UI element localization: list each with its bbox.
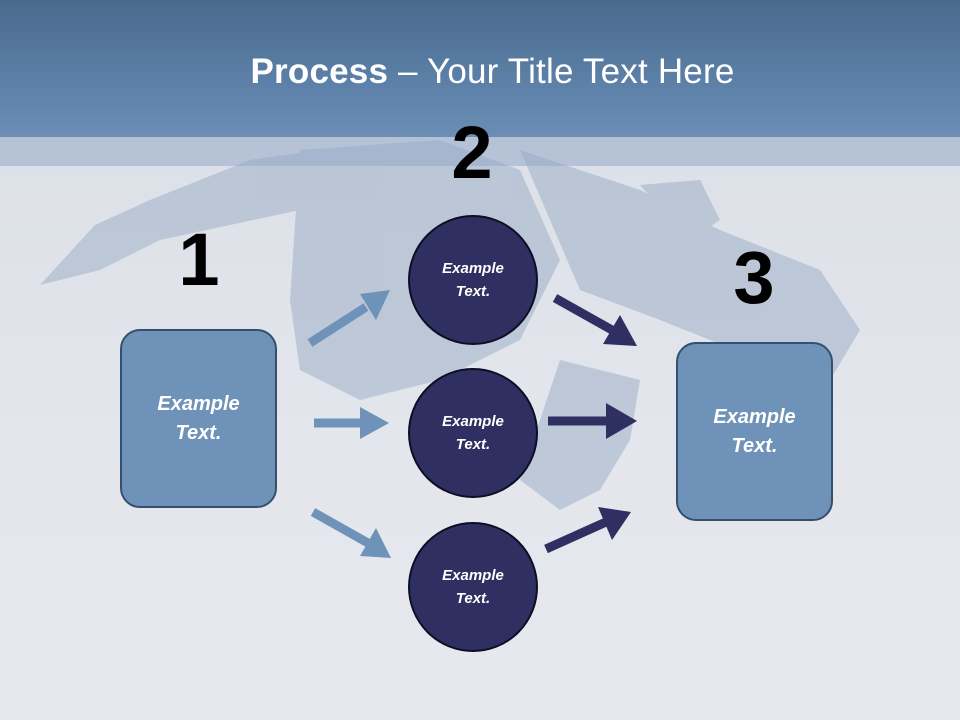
title-bold: Process	[250, 52, 389, 91]
step-number-3: 3	[733, 236, 775, 319]
step-number-2: 2	[451, 111, 493, 194]
arrow-bottom-to-right	[544, 507, 631, 554]
arrow-left-to-bottom	[310, 508, 391, 558]
step-number-1: 1	[178, 218, 220, 301]
circle-bottom-text: Example Text.	[442, 567, 504, 607]
arrow-middle-to-right	[548, 403, 637, 439]
circle-middle-text: Example Text.	[442, 413, 504, 453]
circle-top-text: Example Text.	[442, 260, 504, 300]
slide-title: Process – Your Title Text Here	[0, 52, 960, 92]
arrow-left-to-top	[307, 290, 390, 347]
title-rest: – Your Title Text Here	[388, 52, 735, 91]
circle-middle: Example Text.	[408, 368, 538, 498]
arrow-top-to-right	[552, 294, 637, 346]
right-process-box: Example Text.	[676, 342, 833, 521]
circle-top: Example Text.	[408, 215, 538, 345]
arrow-left-to-middle	[314, 407, 389, 439]
left-box-text: Example Text.	[157, 392, 240, 444]
circle-bottom: Example Text.	[408, 522, 538, 652]
header-band	[0, 137, 960, 166]
right-box-text: Example Text.	[713, 405, 796, 457]
left-process-box: Example Text.	[120, 329, 277, 508]
title-header-bar	[0, 0, 960, 137]
